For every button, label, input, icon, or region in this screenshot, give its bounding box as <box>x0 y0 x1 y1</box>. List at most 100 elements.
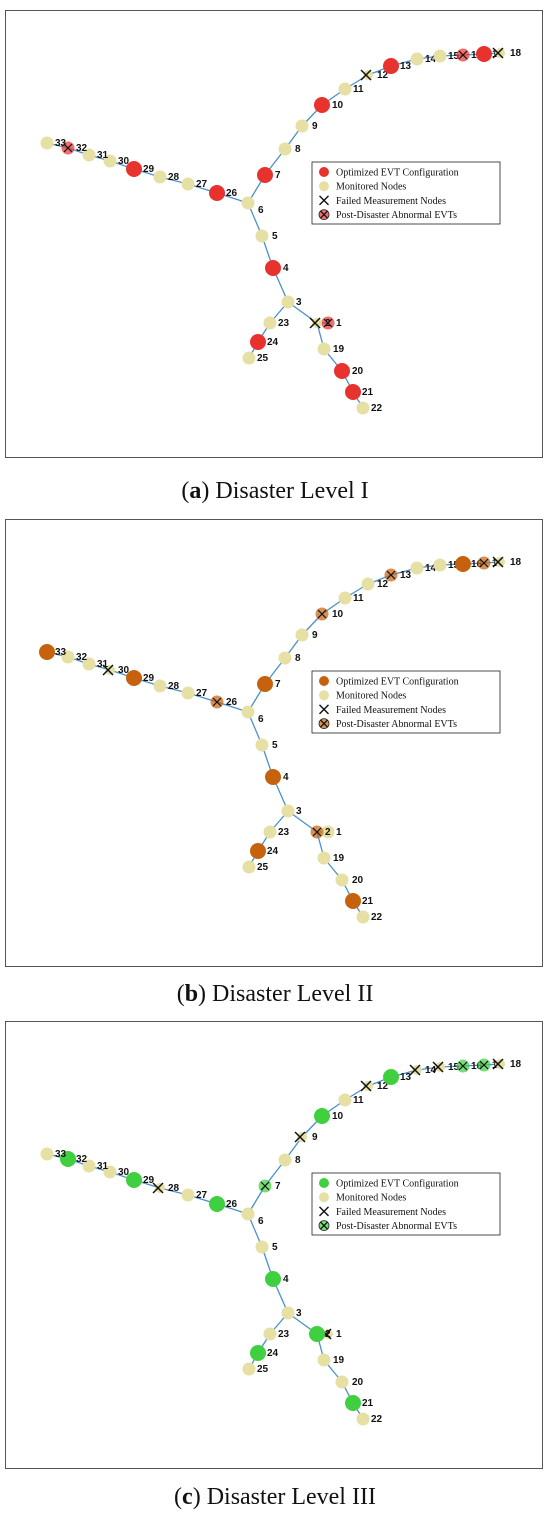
abnormal-mark-7 <box>260 1181 270 1191</box>
abnormal-mark-17 <box>479 1060 489 1070</box>
node-29 <box>126 1172 142 1188</box>
nodes-group: 1234567891011121314151617181920212223242… <box>39 556 522 924</box>
legend-failed-label: Failed Measurement Nodes <box>336 705 446 716</box>
node-7 <box>257 167 273 183</box>
node-23 <box>263 1327 277 1341</box>
legend-box <box>311 670 501 734</box>
node-30 <box>103 154 117 168</box>
node-9 <box>297 1132 307 1142</box>
legend-monitored-marker <box>319 181 329 192</box>
node-label-12: 12 <box>377 579 389 590</box>
legend-failed-marker <box>319 1206 329 1217</box>
node-12 <box>361 577 375 591</box>
node-label-21: 21 <box>362 1398 374 1409</box>
legend-evt-marker <box>319 676 329 686</box>
nodes-group: 1234567891011121314151617181920212223242… <box>40 46 522 415</box>
node-label-28: 28 <box>168 172 180 183</box>
node-label-16: 16 <box>471 1061 483 1072</box>
panel-b-frame: 1234567891011121314151617181920212223242… <box>5 519 543 967</box>
node-15 <box>435 1062 445 1072</box>
node-20 <box>335 873 349 887</box>
node-18 <box>495 557 505 567</box>
node-label-18: 18 <box>510 1059 522 1070</box>
node-15 <box>433 558 447 572</box>
node-label-1: 1 <box>336 318 342 329</box>
node-label-20: 20 <box>352 1377 364 1388</box>
node-20 <box>334 363 350 379</box>
node-label-31: 31 <box>97 150 109 161</box>
node-8 <box>278 142 292 156</box>
node-label-12: 12 <box>377 1081 389 1092</box>
legend-abnormal-label: Post-Disaster Abnormal EVTs <box>336 719 457 730</box>
node-22 <box>356 1412 370 1426</box>
legend-monitored-marker <box>319 1192 329 1203</box>
node-label-21: 21 <box>362 387 374 398</box>
node-21 <box>345 893 361 909</box>
node-31 <box>82 148 96 162</box>
node-label-24: 24 <box>267 1348 279 1359</box>
node-33 <box>40 136 54 150</box>
node-label-1: 1 <box>336 1329 342 1340</box>
node-23 <box>263 825 277 839</box>
legend-failed-marker <box>319 195 329 206</box>
node-28 <box>153 679 167 693</box>
node-31 <box>82 657 96 671</box>
node-label-15: 15 <box>448 1062 460 1073</box>
node-label-30: 30 <box>118 665 130 676</box>
node-label-32: 32 <box>76 1154 88 1165</box>
node-19 <box>317 342 331 356</box>
node-label-9: 9 <box>312 1132 318 1143</box>
legend-failed-marker <box>319 704 329 715</box>
node-24 <box>250 1345 266 1361</box>
node-19 <box>317 851 331 865</box>
node-label-6: 6 <box>258 1216 264 1227</box>
node-label-28: 28 <box>168 681 180 692</box>
node-32 <box>61 650 75 664</box>
node-label-3: 3 <box>296 1308 302 1319</box>
abnormal-mark-2 <box>312 827 322 837</box>
node-label-23: 23 <box>278 318 290 329</box>
node-5 <box>255 229 269 243</box>
node-20 <box>335 1375 349 1389</box>
node-25 <box>242 1362 256 1376</box>
node-15 <box>433 49 447 63</box>
node-6 <box>241 705 255 719</box>
node-29 <box>126 670 142 686</box>
node-27 <box>181 1188 195 1202</box>
node-10 <box>314 97 330 113</box>
node-11 <box>338 591 352 605</box>
node-28 <box>153 170 167 184</box>
node-label-26: 26 <box>226 697 238 708</box>
node-23 <box>263 316 277 330</box>
node-label-14: 14 <box>425 1065 437 1076</box>
failed-mark-14 <box>409 1064 421 1076</box>
node-1 <box>321 825 335 839</box>
panel-c-frame: 1234567891011121314151617181920212223242… <box>5 1021 543 1469</box>
node-3 <box>281 1306 295 1320</box>
failed-mark-18 <box>492 47 504 59</box>
node-label-20: 20 <box>352 366 364 377</box>
legend-abnormal-label: Post-Disaster Abnormal EVTs <box>336 1221 457 1232</box>
node-label-26: 26 <box>226 188 238 199</box>
failed-mark-15 <box>432 1061 444 1073</box>
node-label-10: 10 <box>332 609 344 620</box>
legend-monitored-label: Monitored Nodes <box>336 691 406 702</box>
node-label-14: 14 <box>425 54 437 65</box>
node-19 <box>317 1353 331 1367</box>
node-30 <box>105 665 115 675</box>
node-label-15: 15 <box>448 560 460 571</box>
node-24 <box>250 843 266 859</box>
node-label-22: 22 <box>371 912 383 923</box>
node-25 <box>242 351 256 365</box>
legend-abnormal-cross <box>320 210 328 219</box>
node-label-10: 10 <box>332 1111 344 1122</box>
node-label-19: 19 <box>333 1355 345 1366</box>
legend-monitored-label: Monitored Nodes <box>336 1193 406 1204</box>
node-label-23: 23 <box>278 1329 290 1340</box>
nodes-group: 1234567891011121314151617181920212223242… <box>40 1058 522 1426</box>
node-label-33: 33 <box>55 1149 67 1160</box>
node-label-5: 5 <box>272 1242 278 1253</box>
network-diagram-c: 1234567891011121314151617181920212223242… <box>40 1058 522 1426</box>
